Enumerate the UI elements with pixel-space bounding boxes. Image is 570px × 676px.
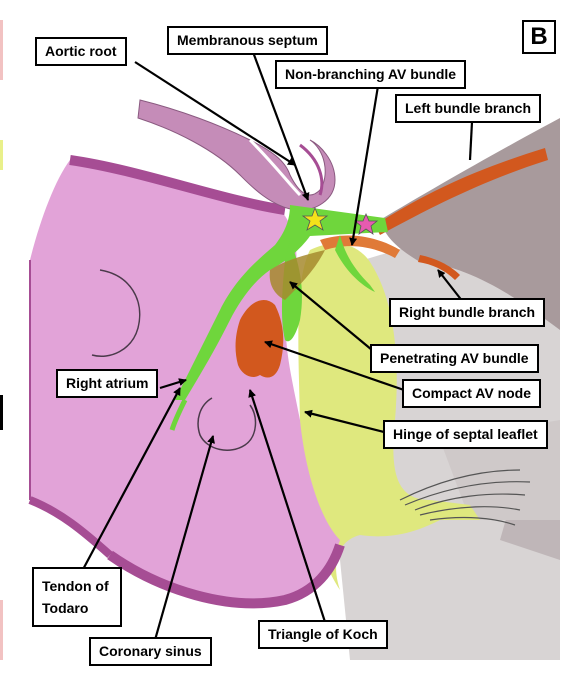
left-bundle-branch-stripe [375,148,548,235]
label-left-bundle-branch: Left bundle branch [395,94,541,123]
label-membranous-septum: Membranous septum [167,26,328,55]
pointer-penetrating [289,281,373,351]
pointer-membranous-septum [251,51,310,201]
label-right-bundle-branch: Right bundle branch [389,298,546,327]
label-coronary-sinus: Coronary sinus [89,637,212,666]
label-triangle-of-koch: Triangle of Koch [258,620,388,649]
left-edge-strip [0,20,3,80]
left-edge-strip-3 [0,395,3,430]
pointer-hinge [304,409,385,434]
chordae-lines [399,469,531,526]
atrial-arc [91,269,141,357]
pointer-left-bundle [468,121,474,161]
label-tendon-of-todaro: Tendon of Todaro [32,567,122,627]
pointer-coronary-sinus [153,435,215,641]
panel-letter: B [522,20,556,54]
pointer-right-atrium [159,378,187,390]
pointer-tendon-todaro [79,387,181,576]
left-edge-strip-4 [0,600,3,660]
pointer-compact-av-node [264,340,405,392]
pointer-triangle-koch [248,389,327,623]
label-penetrating-av-bundle: Penetrating AV bundle [370,344,539,373]
pointer-non-branching [349,85,380,246]
label-right-atrium: Right atrium [56,369,159,398]
pink-star [353,212,379,235]
compact-av-node [235,300,284,378]
pointer-right-bundle [437,269,464,303]
label-aortic-root: Aortic root [35,37,127,66]
pointer-aortic-root [134,61,296,166]
coronary-sinus-arc [197,397,257,451]
left-edge-strip-2 [0,140,3,170]
label-hinge-of-septal-leaflet: Hinge of septal leaflet [383,420,548,449]
aortic-root [137,99,336,211]
label-non-branching-av-bundle: Non-branching AV bundle [275,60,467,89]
label-compact-av-node: Compact AV node [402,379,542,408]
yellow-star [301,206,329,231]
